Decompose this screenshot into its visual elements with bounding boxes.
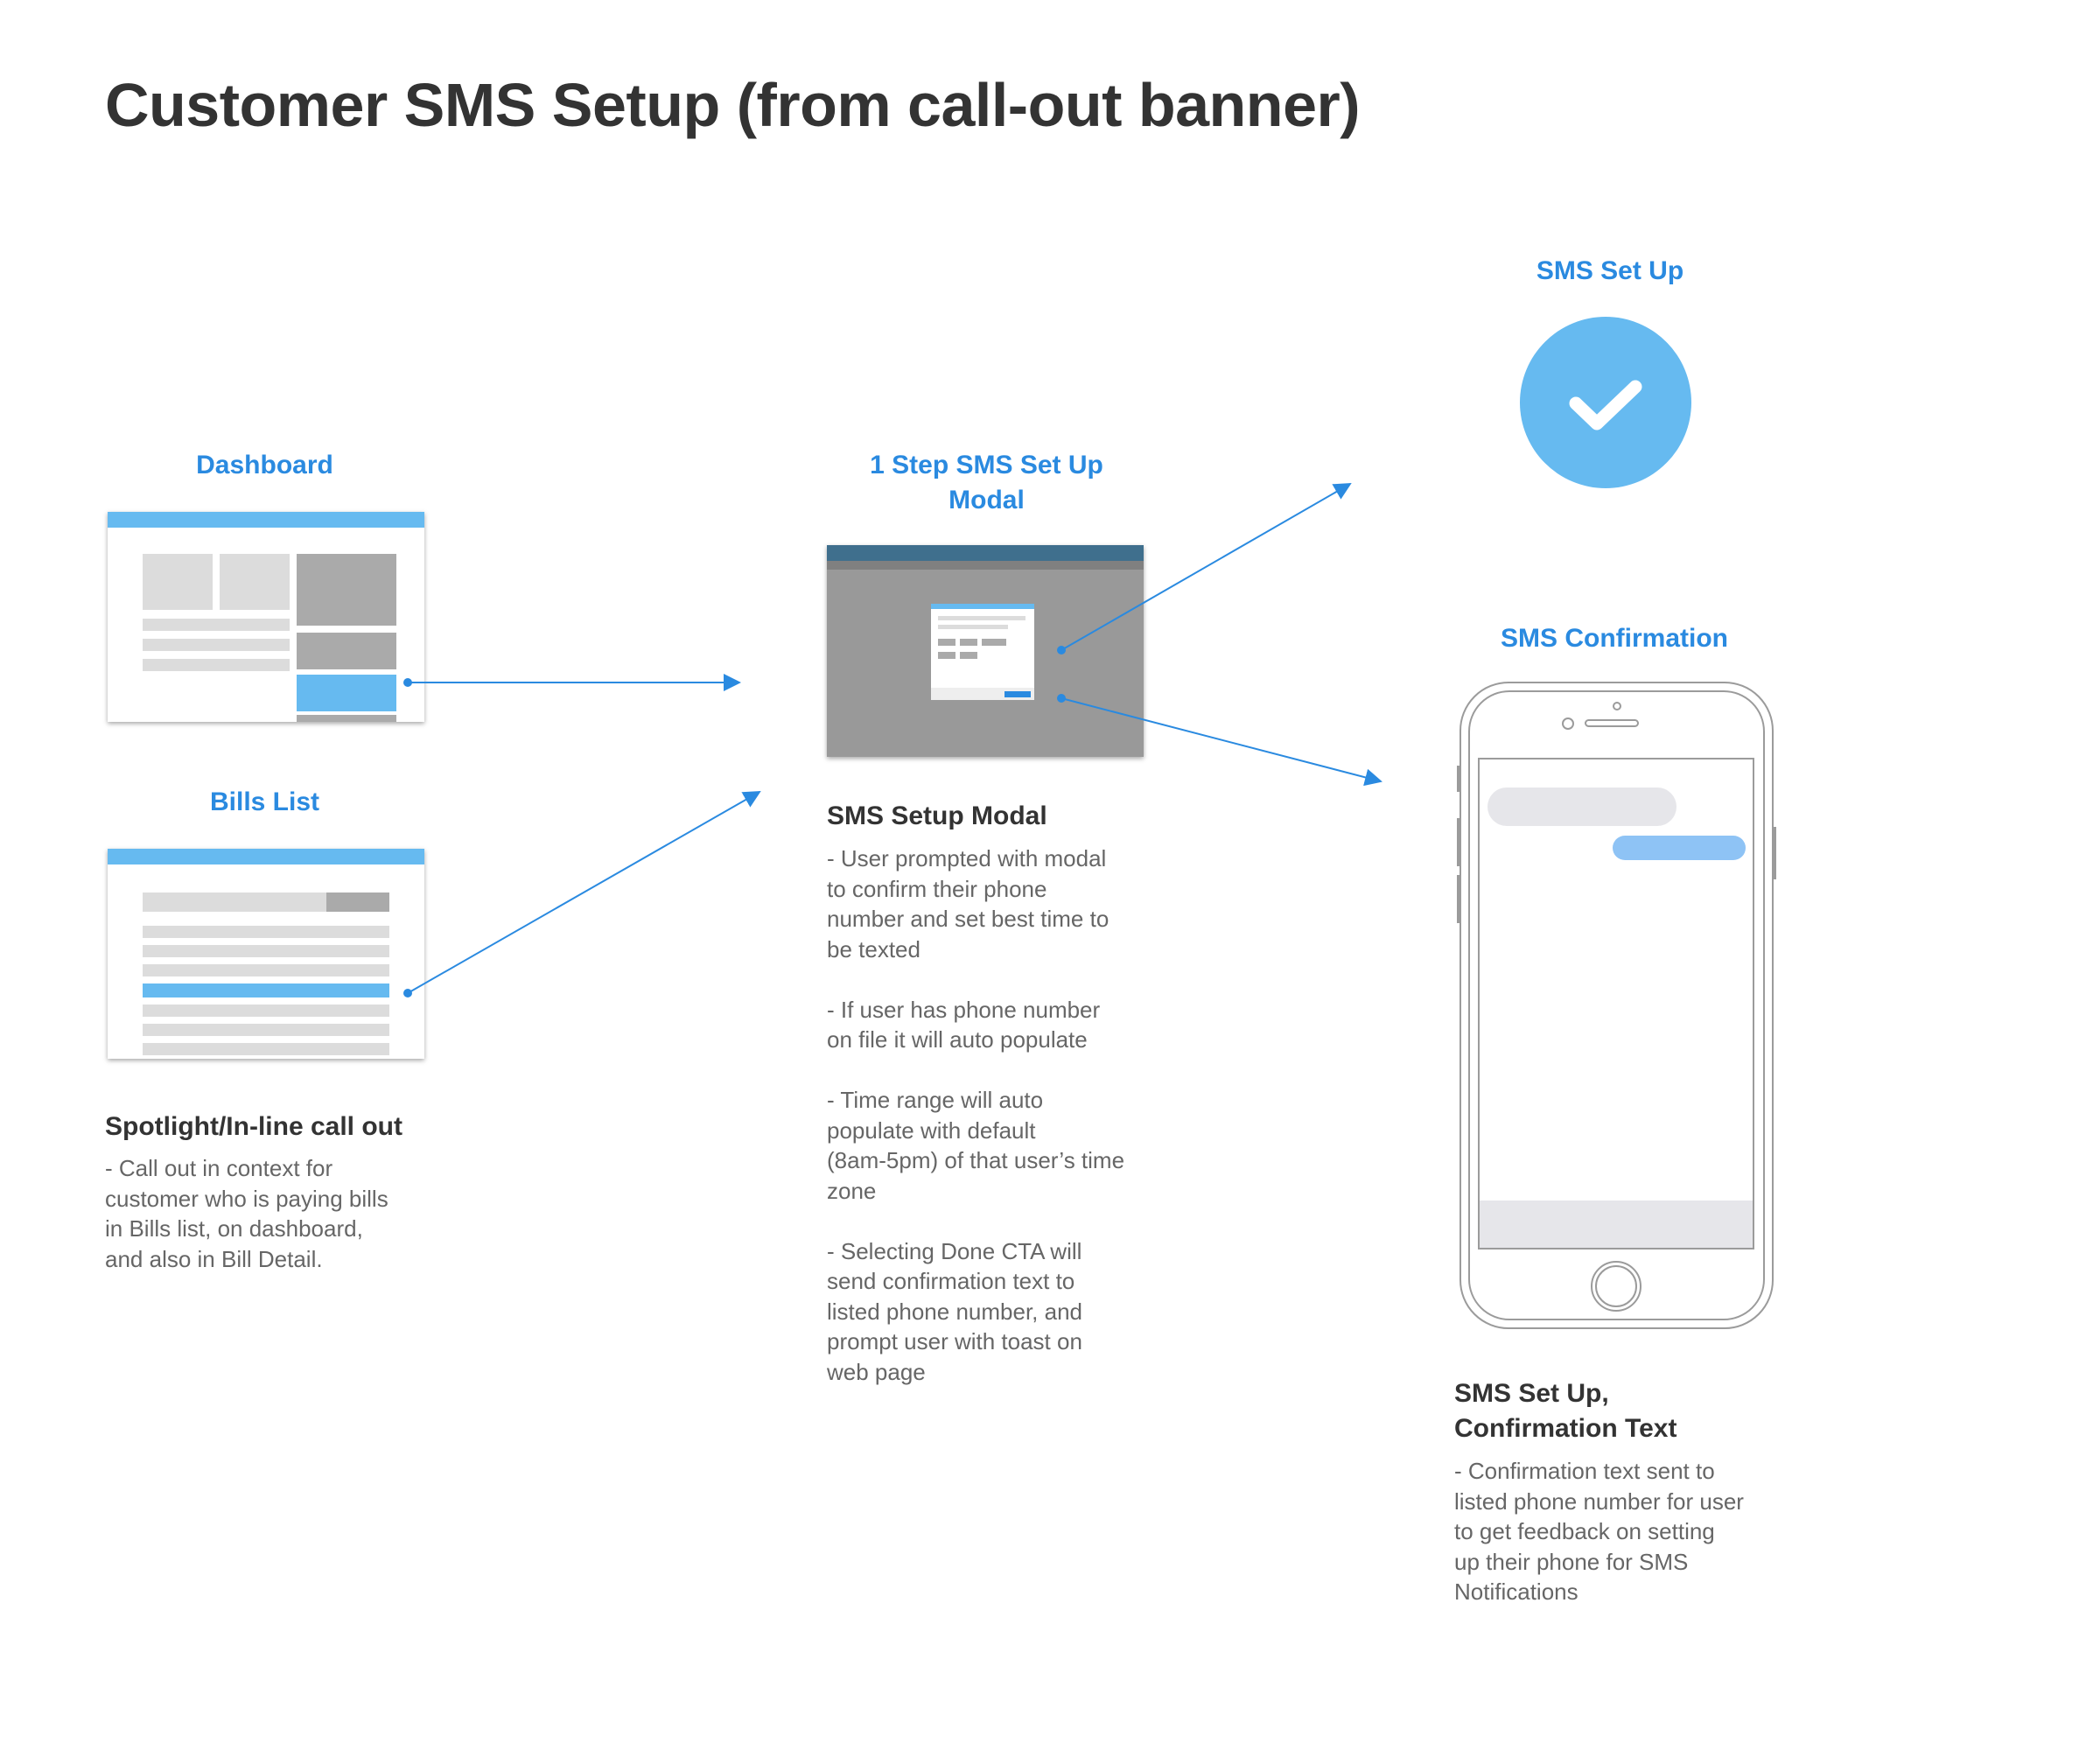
bills-list-filter (326, 892, 389, 912)
bills-list-search (143, 892, 326, 912)
dashboard-card (143, 554, 213, 610)
spotlight-heading: Spotlight/In-line call out (105, 1112, 402, 1141)
bills-list-thumbnail[interactable] (108, 849, 424, 1059)
dashboard-row (143, 619, 290, 631)
smartphone-icon (1457, 682, 1776, 1329)
bills-list-label: Bills List (209, 788, 320, 816)
modal-thumbnail-header (827, 545, 1144, 561)
dashboard-row (143, 639, 290, 651)
modal-dialog-header (931, 604, 1034, 609)
dashboard-card (220, 554, 290, 610)
spotlight-description: - Call out in context for customer who i… (105, 1155, 388, 1272)
modal-field (960, 652, 977, 659)
modal-thumbnail-subheader (827, 561, 1144, 570)
bills-list-callout-row[interactable] (143, 984, 389, 998)
modal-field (960, 639, 977, 646)
table-row (143, 964, 389, 976)
dashboard-panel (297, 633, 396, 669)
dashboard-callout-banner[interactable] (297, 675, 396, 711)
sent-message-bubble (1613, 836, 1746, 860)
arrow-modal-to-confirmation (1057, 694, 1382, 787)
modal-description: - User prompted with modal to confirm th… (827, 845, 1125, 1385)
modal-thumbnail[interactable] (827, 545, 1144, 757)
confirmation-heading: SMS Set Up, Confirmation Text (1454, 1379, 1677, 1443)
modal-field (982, 639, 1006, 646)
table-row (143, 1024, 389, 1036)
dashboard-header-bar (108, 512, 424, 528)
arrow-dashboard-to-modal (403, 674, 741, 691)
table-row (143, 926, 389, 938)
table-row (143, 1043, 389, 1055)
modal-field (938, 652, 956, 659)
sms-confirmation-label: SMS Confirmation (1501, 624, 1728, 653)
modal-label: 1 Step SMS Set Up Modal (870, 451, 1103, 514)
received-message-bubble (1488, 788, 1676, 826)
table-row (143, 1004, 389, 1017)
checkmark-icon (1569, 380, 1642, 430)
arrow-bills-to-modal (403, 791, 761, 998)
dashboard-panel-edge (297, 715, 396, 722)
modal-heading: SMS Setup Modal (827, 802, 1047, 830)
modal-done-button[interactable] (1004, 691, 1031, 697)
modal-text-line (938, 625, 1008, 629)
page-title: Customer SMS Setup (from call-out banner… (105, 71, 1361, 139)
dashboard-label: Dashboard (196, 451, 333, 480)
table-row (143, 945, 389, 957)
modal-text-line (938, 616, 1026, 620)
bills-list-header-bar (108, 849, 424, 864)
dashboard-thumbnail[interactable] (108, 512, 424, 722)
dashboard-row (143, 659, 290, 671)
confirmation-description: - Confirmation text sent to listed phone… (1454, 1458, 1744, 1605)
sms-setup-label: SMS Set Up (1536, 256, 1684, 285)
modal-field (938, 639, 956, 646)
arrow-modal-to-setup (1057, 483, 1352, 654)
modal-dialog (931, 604, 1034, 700)
dashboard-panel (297, 554, 396, 626)
check-circle-icon (1520, 317, 1691, 488)
